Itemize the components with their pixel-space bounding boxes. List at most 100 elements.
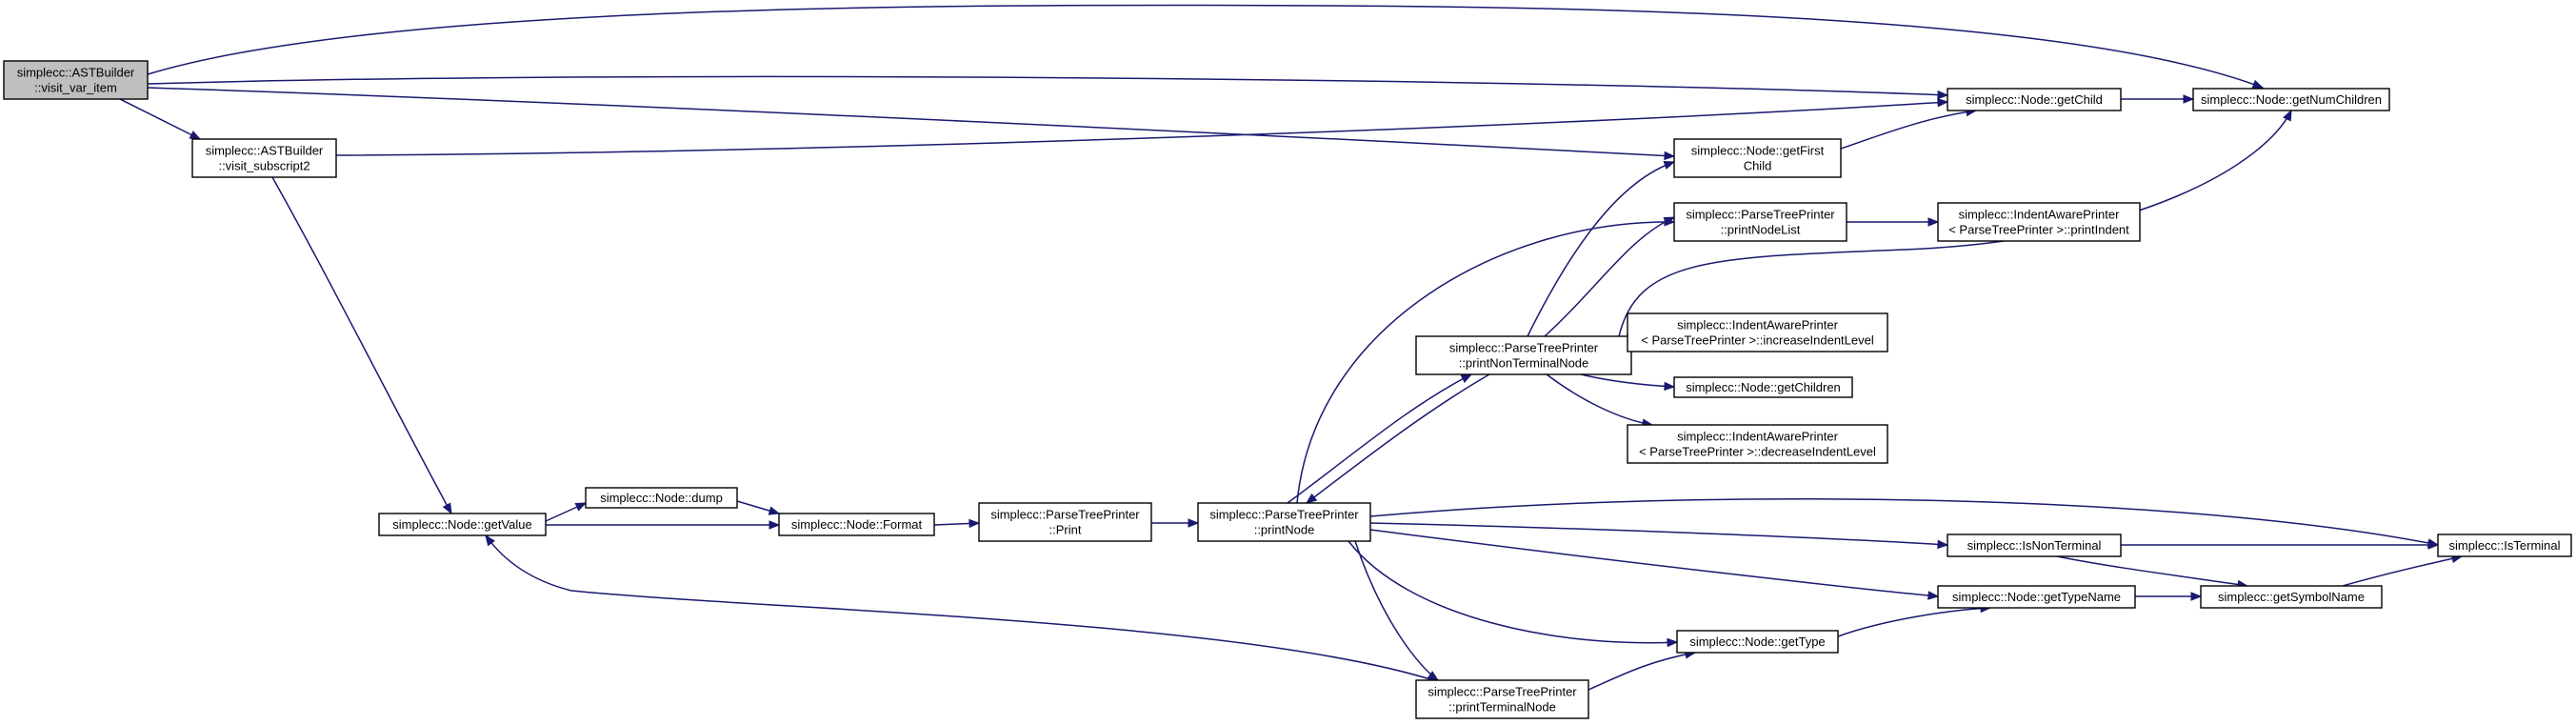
arrowhead-icon — [1927, 217, 1940, 227]
arrowhead-icon — [1927, 591, 1940, 600]
node-box[interactable] — [1673, 202, 1847, 242]
node-box[interactable] — [1937, 585, 2136, 609]
edge-line — [1369, 497, 2439, 546]
node-label-line: < ParseTreePrinter >::decreaseIndentLeve… — [1639, 445, 1876, 459]
node-box[interactable] — [1937, 202, 2141, 242]
node-label-line: simplecc::ParseTreePrinter — [1428, 685, 1577, 699]
arrowhead-icon — [1664, 381, 1676, 392]
edges-layer — [119, 4, 2464, 691]
node-getSymbolName[interactable]: simplecc::getSymbolName — [2200, 585, 2383, 609]
node-IsTerminal[interactable]: simplecc::IsTerminal — [2437, 534, 2572, 557]
arrowhead-icon — [485, 534, 495, 547]
edge-IsNonTerminal-to-getSymbolName — [2056, 555, 2249, 590]
node-box[interactable] — [2200, 585, 2383, 609]
node-label-line: simplecc::IsTerminal — [2448, 538, 2560, 553]
node-Format[interactable]: simplecc::Node::Format — [778, 513, 935, 536]
edge-line — [1580, 373, 1675, 388]
edge-line — [1527, 161, 1675, 337]
node-label-line: simplecc::ASTBuilder — [206, 144, 324, 158]
arrowhead-icon — [1305, 493, 1318, 504]
node-visit_var_item[interactable]: simplecc::ASTBuilder::visit_var_item — [3, 60, 149, 100]
node-getType[interactable]: simplecc::Node::getType — [1676, 630, 1839, 654]
node-IsNonTerminal[interactable]: simplecc::IsNonTerminal — [1947, 534, 2122, 557]
node-label-line: simplecc::IsNonTerminal — [1967, 538, 2102, 553]
edge-line — [147, 87, 1675, 157]
node-box[interactable] — [978, 502, 1152, 542]
node-box[interactable] — [1197, 502, 1371, 542]
node-box[interactable] — [191, 138, 337, 178]
node-dump[interactable]: simplecc::Node::dump — [585, 487, 738, 509]
node-getTypeName[interactable]: simplecc::Node::getTypeName — [1937, 585, 2136, 609]
node-printNonTerminalNode[interactable]: simplecc::ParseTreePrinter::printNonTerm… — [1415, 335, 1632, 375]
node-increaseIndentLevel[interactable]: simplecc::IndentAwarePrinter< ParseTreeP… — [1627, 312, 1888, 352]
edge-visit_var_item-to-getChild — [147, 75, 1949, 100]
node-label-line: simplecc::ASTBuilder — [17, 66, 135, 80]
node-printNode[interactable]: simplecc::ParseTreePrinter::printNode — [1197, 502, 1371, 542]
node-label-line: simplecc::Node::dump — [600, 491, 723, 505]
node-box[interactable] — [1673, 376, 1853, 398]
node-label-line: simplecc::IndentAwarePrinter — [1677, 318, 1839, 332]
arrowhead-icon — [2427, 540, 2440, 550]
node-box[interactable] — [1415, 335, 1632, 375]
edge-line — [119, 98, 201, 140]
node-box[interactable] — [1627, 424, 1888, 464]
node-box[interactable] — [2192, 88, 2390, 111]
node-box[interactable] — [778, 513, 935, 536]
node-box[interactable] — [1415, 679, 1589, 719]
node-printTerminalNode[interactable]: simplecc::ParseTreePrinter::printTermina… — [1415, 679, 1589, 719]
node-getNumChildren[interactable]: simplecc::Node::getNumChildren — [2192, 88, 2390, 111]
node-getChild[interactable]: simplecc::Node::getChild — [1947, 88, 2122, 111]
node-label-line: ::Print — [1049, 523, 1082, 537]
node-box[interactable] — [1673, 138, 1842, 178]
edge-printTerminalNode-to-getType — [1588, 650, 1697, 691]
node-box[interactable] — [2437, 534, 2572, 557]
edge-line — [1369, 522, 1948, 546]
edge-getChild-to-getNumChildren — [2121, 94, 2195, 104]
node-box[interactable] — [1947, 534, 2122, 557]
edge-getType-to-getTypeName — [1837, 603, 1992, 637]
arrowhead-icon — [968, 518, 981, 529]
node-label-line: < ParseTreePrinter >::increaseIndentLeve… — [1641, 333, 1874, 348]
edge-printNonTerminalNode-to-getChildren — [1580, 373, 1676, 392]
edge-visit_subscript2-to-getValue — [271, 176, 452, 515]
arrowhead-icon — [2183, 94, 2195, 104]
node-printNodeList[interactable]: simplecc::ParseTreePrinter::printNodeLis… — [1673, 202, 1847, 242]
node-visit_subscript2[interactable]: simplecc::ASTBuilder::visit_subscript2 — [191, 138, 337, 178]
node-printIndent[interactable]: simplecc::IndentAwarePrinter< ParseTreeP… — [1937, 202, 2141, 242]
edge-visit_subscript2-to-getChild — [335, 97, 1949, 156]
node-getValue[interactable]: simplecc::Node::getValue — [378, 513, 547, 536]
node-label-line: simplecc::Node::getType — [1689, 634, 1825, 649]
node-label-line: simplecc::IndentAwarePrinter — [1959, 208, 2121, 222]
arrowhead-icon — [442, 502, 452, 515]
node-box[interactable] — [3, 60, 149, 100]
node-label-line: ::printTerminalNode — [1448, 700, 1556, 715]
node-box[interactable] — [1947, 88, 2122, 111]
node-getChildren[interactable]: simplecc::Node::getChildren — [1673, 376, 1853, 398]
node-box[interactable] — [1676, 630, 1839, 654]
node-box[interactable] — [378, 513, 547, 536]
node-box[interactable] — [585, 487, 738, 509]
arrowhead-icon — [1663, 160, 1676, 170]
node-decreaseIndentLevel[interactable]: simplecc::IndentAwarePrinter< ParseTreeP… — [1627, 424, 1888, 464]
edge-line — [1546, 373, 1653, 426]
node-Print[interactable]: simplecc::ParseTreePrinter::Print — [978, 502, 1152, 542]
edge-line — [335, 101, 1948, 156]
node-label-line: ::printNodeList — [1721, 223, 1801, 237]
edge-line — [1287, 373, 1472, 504]
node-label-line: simplecc::Node::Format — [791, 517, 923, 532]
arrowhead-icon — [1937, 539, 1949, 550]
arrowhead-icon — [1427, 671, 1440, 681]
arrowhead-icon — [2283, 109, 2292, 122]
edge-line — [1296, 221, 1675, 504]
edge-line — [147, 75, 1948, 96]
edge-IsNonTerminal-to-IsTerminal — [2121, 540, 2440, 550]
node-box[interactable] — [1627, 312, 1888, 352]
arrowhead-icon — [1664, 151, 1676, 161]
node-label-line: ::printNonTerminalNode — [1459, 356, 1589, 371]
node-label-line: simplecc::IndentAwarePrinter — [1677, 430, 1839, 444]
arrowhead-icon — [1667, 637, 1679, 648]
arrowhead-icon — [2251, 79, 2265, 89]
edge-line — [1369, 529, 1939, 597]
